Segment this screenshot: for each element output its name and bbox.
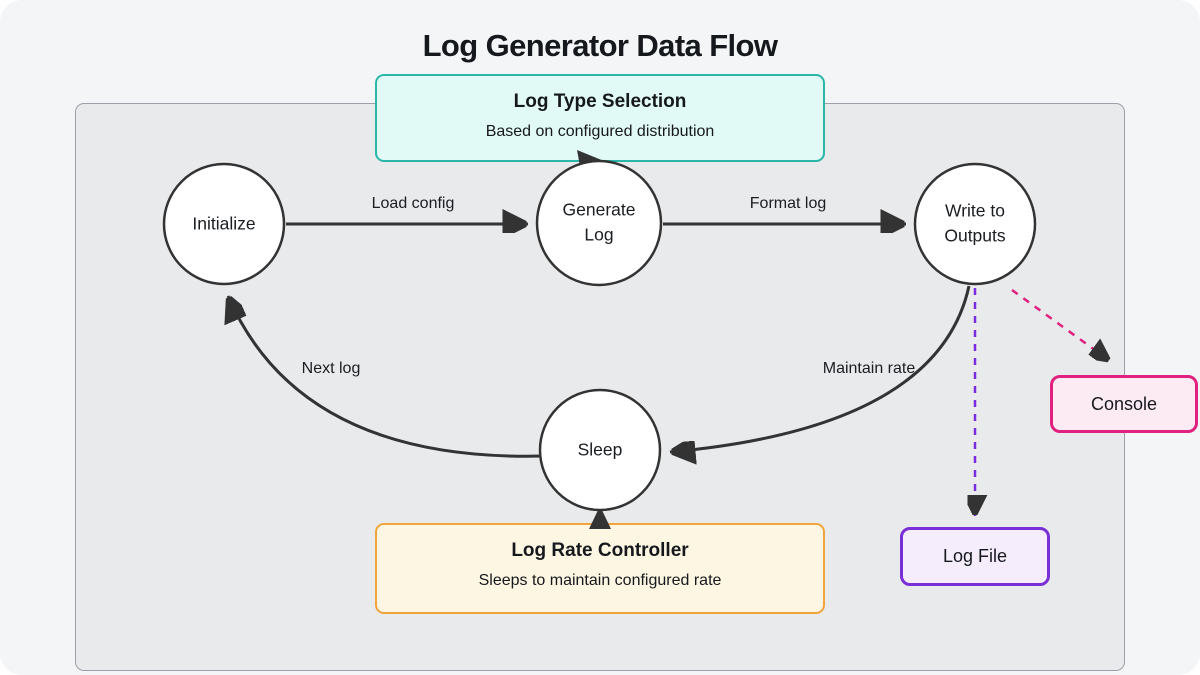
log-rate-controller-callout: Log Rate Controller Sleeps to maintain c… [375,523,825,614]
page-title: Log Generator Data Flow [422,28,778,63]
maintain-rate-edge-label: Maintain rate [822,360,916,377]
console-output-box: Console [1050,375,1198,433]
log-rate-controller-subtitle: Sleeps to maintain configured rate [478,571,722,589]
write-to-outputs-node-label: Write to Outputs [944,200,1006,246]
load-config-edge-label: Load config [371,195,455,212]
log-rate-controller-title: Log Rate Controller [511,540,689,561]
next-log-edge-label: Next log [301,360,361,377]
generate-log-node-label: Generate Log [562,199,636,245]
log-file-output-label: Log File [942,546,1008,566]
format-log-edge-label: Format log [749,195,827,212]
console-output-label: Console [1090,393,1158,414]
sleep-node-label: Sleep [577,439,623,460]
initialize-node-label: Initialize [192,213,256,234]
log-type-selection-title: Log Type Selection [513,91,687,112]
log-type-selection-subtitle: Based on configured distribution [485,122,715,140]
log-file-output-box: Log File [900,527,1050,586]
log-type-selection-callout: Log Type Selection Based on configured d… [375,74,825,162]
